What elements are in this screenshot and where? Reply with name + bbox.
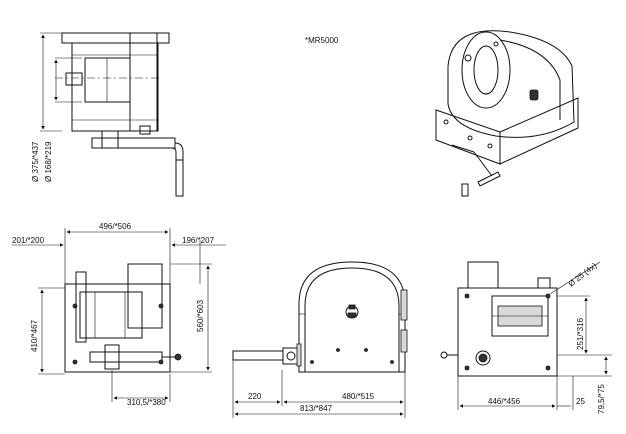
- front-left-label: 201/*200: [12, 236, 45, 245]
- front-height-right-label: 560/*603: [196, 299, 205, 332]
- rear-foot-label: 79,5/*75: [597, 384, 606, 414]
- side-dia-inner-label: Ø 168/*219: [44, 141, 53, 182]
- front-right-label: 196/*207: [182, 236, 215, 245]
- drum-view: 220 480/*515 813/*847: [232, 261, 408, 418]
- front-height-left-label: 410/*467: [30, 319, 39, 352]
- rear-edge-label: 25: [576, 397, 585, 406]
- drum-body-label: 480/*515: [342, 392, 375, 401]
- isometric-view: [435, 30, 579, 197]
- model-note: *MR5000: [305, 36, 339, 45]
- side-view: Ø 375/*437 Ø 168/*219: [31, 32, 184, 197]
- side-dia-outer-label: Ø 375/*437: [31, 141, 40, 182]
- front-width-label: 496/*506: [99, 222, 132, 231]
- drum-total-label: 813/*847: [300, 404, 333, 413]
- rear-view: Ø 25 (4x) 251/*316 79,5/*75 446/*456 25: [440, 261, 612, 414]
- front-view: 496/*506 201/*200 196/*207 410/*467 560/…: [12, 222, 226, 407]
- front-bottom-label: 310,5/*380: [127, 398, 166, 407]
- rear-height-label: 251/*316: [576, 317, 585, 350]
- rear-dia-label: Ø 25 (4x): [567, 261, 599, 289]
- rear-width-label: 446/*456: [488, 397, 521, 406]
- drum-handle-label: 220: [248, 392, 262, 401]
